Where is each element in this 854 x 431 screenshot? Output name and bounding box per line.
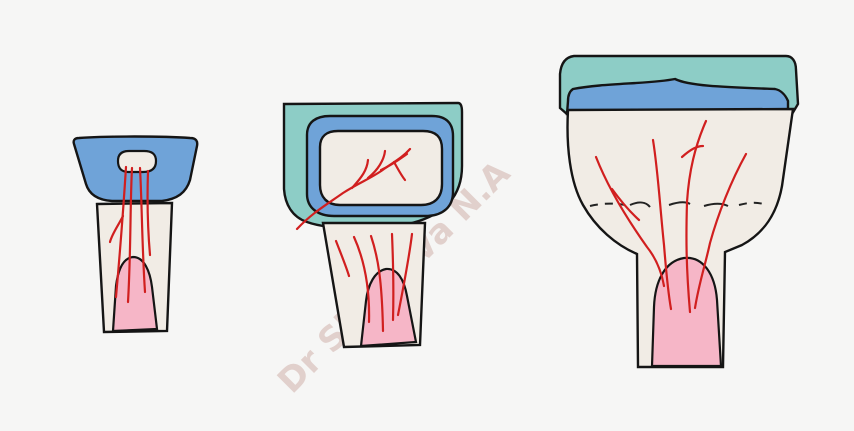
middle-stage-ossification-center (320, 131, 442, 205)
early-stage-central-opening (118, 151, 156, 172)
middle-stage-vessel-c (392, 234, 393, 320)
